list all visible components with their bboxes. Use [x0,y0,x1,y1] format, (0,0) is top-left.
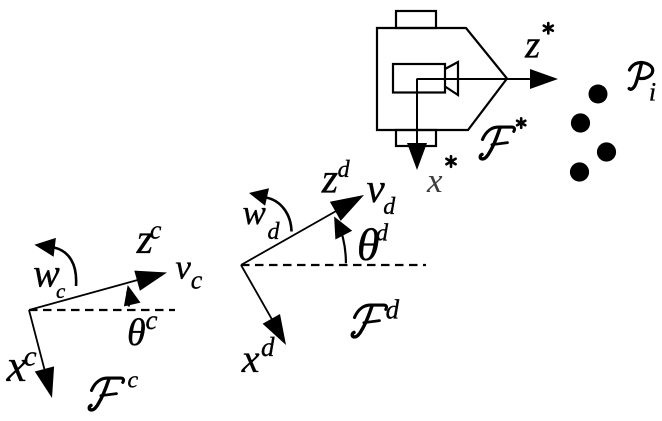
svg-text:x: x [241,336,260,381]
svg-text:z: z [136,217,153,263]
svg-text:w: w [243,193,267,232]
svg-text:z: z [524,23,540,66]
svg-text:c: c [150,216,162,245]
svg-text:x: x [426,161,443,200]
svg-text:d: d [338,157,351,183]
svg-text:d: d [261,332,275,362]
svg-text:w: w [33,250,60,295]
svg-text:θ: θ [357,219,380,270]
svg-text:c: c [146,305,158,335]
svg-text:x: x [6,341,27,391]
svg-text:d: d [383,194,396,220]
svg-text:v: v [175,247,191,286]
svg-text:d: d [386,295,400,325]
svg-text:c: c [24,341,37,373]
svg-text:c: c [191,266,203,295]
svg-text:θ: θ [127,312,146,354]
svg-text:v: v [367,165,386,211]
svg-text:c: c [56,279,66,303]
svg-text:z: z [321,156,338,202]
svg-text:c: c [128,368,139,394]
svg-text:i: i [649,77,656,106]
svg-text:d: d [376,221,389,247]
svg-text:d: d [268,219,281,245]
